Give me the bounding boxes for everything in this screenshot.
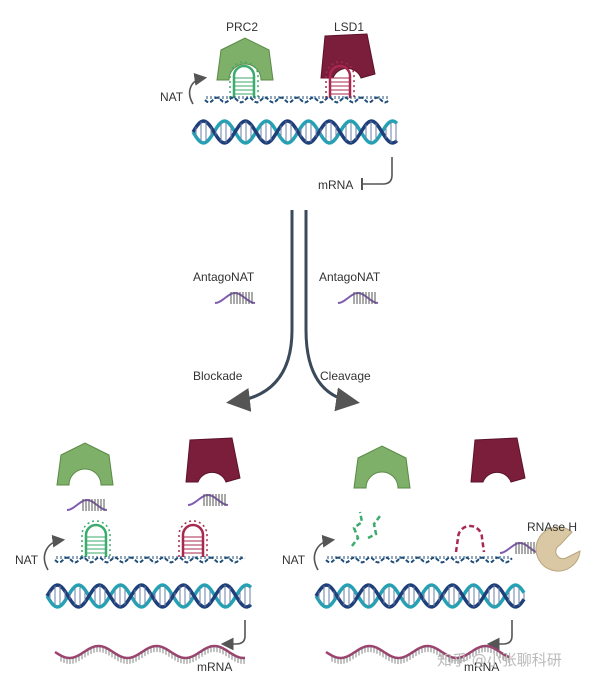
left-dna-helix [45, 583, 253, 609]
antagonat-bound-right-strand [499, 541, 541, 554]
right-dna-strand-dark [314, 583, 526, 609]
cleaved-crimson-fragments [454, 524, 486, 553]
cleavage-arrow [304, 210, 360, 412]
top-dna-helix [191, 119, 399, 145]
lsd1-protein-left-shape [185, 437, 241, 483]
nat-arrow-right [313, 534, 336, 571]
top-nat-strand [204, 96, 390, 104]
left-dna-strand-dark [45, 583, 253, 609]
blockade-arrow [226, 210, 294, 412]
antagonat-left [214, 291, 256, 304]
green-hairpin-top [229, 61, 259, 98]
right-nat-rna [325, 556, 513, 564]
crimson-hairpin-left-loop [181, 523, 205, 557]
mrna-label-left: mRNA [197, 660, 233, 674]
green-hairpin-left-loop [84, 523, 108, 557]
green-hairpin-left-outer [81, 520, 111, 557]
top-dna-strand-dark [191, 119, 399, 145]
antagonat-bound-left-2 [187, 493, 229, 506]
cleaved-green-fragments [351, 511, 381, 547]
prc2-protein-left [56, 442, 114, 486]
antagonat-bound-left-2-strand [187, 493, 229, 506]
top-nat-rna [204, 96, 390, 104]
left-nat-rna [54, 556, 246, 564]
crimson-hairpin-left [178, 520, 208, 557]
rnase-h-label: RNAse H [527, 520, 578, 534]
prc2-protein-right-shape [353, 445, 411, 489]
crimson-hairpin-top-loop [328, 64, 352, 98]
antagonat-left-strand [214, 291, 256, 304]
mrna-arrow-right [486, 620, 513, 651]
prc2-label: PRC2 [226, 20, 259, 34]
prc2-protein-top-shape [216, 37, 274, 81]
green-hairpin-top-outer [229, 61, 259, 98]
crimson-hairpin-top [325, 61, 355, 98]
mrna-label-top: mRNA [318, 178, 354, 192]
top-dna-strand-teal [191, 119, 399, 145]
right-dna-helix [314, 583, 526, 609]
green-hairpin-left [81, 520, 111, 557]
mrna-strand-left [54, 644, 246, 664]
nat-arrow-left [43, 534, 66, 571]
prc2-protein-right [353, 445, 411, 489]
mrna-strand-left-strand [54, 644, 246, 660]
prc2-protein-left-shape [56, 442, 114, 486]
antagonat-right-strand [337, 291, 379, 304]
prc2-protein-top [216, 37, 274, 81]
mrna-inhibit-line-top [362, 157, 393, 185]
left-dna-strand-teal [45, 583, 253, 609]
lsd1-label: LSD1 [334, 20, 365, 34]
nat-label-top: NAT [160, 90, 184, 104]
antagonat-right [337, 291, 379, 304]
left-nat-strand [54, 556, 246, 564]
watermark: 知乎 @小张聊科研 [437, 651, 562, 669]
blockade-label: Blockade [193, 369, 243, 383]
lsd1-protein-right-shape [470, 437, 526, 483]
antagonat-bound-left-1 [66, 498, 108, 511]
green-hairpin-top-loop [232, 64, 256, 98]
antagonat-label-right: AntagoNAT [319, 270, 381, 284]
crimson-hairpin-left-outer [178, 520, 208, 557]
mrna-strand-right [325, 644, 511, 664]
antagonat-label-left: AntagoNAT [193, 270, 255, 284]
mrna-arrow-left [220, 620, 246, 651]
antagonat-bound-right [499, 541, 541, 554]
rnase-h-enzyme [535, 526, 581, 572]
nat-label-left: NAT [15, 553, 39, 567]
cleavage-label: Cleavage [320, 369, 371, 383]
crimson-hairpin-top-outer [325, 61, 355, 98]
antagonat-bound-left-1-strand [66, 498, 108, 511]
mrna-strand-right-strand [325, 644, 511, 660]
right-nat-strand [325, 556, 513, 564]
nat-label-right: NAT [282, 553, 306, 567]
lsd1-protein-right [470, 437, 526, 483]
nat-arrow-top [188, 73, 208, 105]
mrna-label-right: mRNA [464, 660, 500, 674]
lsd1-protein-left [185, 437, 241, 483]
